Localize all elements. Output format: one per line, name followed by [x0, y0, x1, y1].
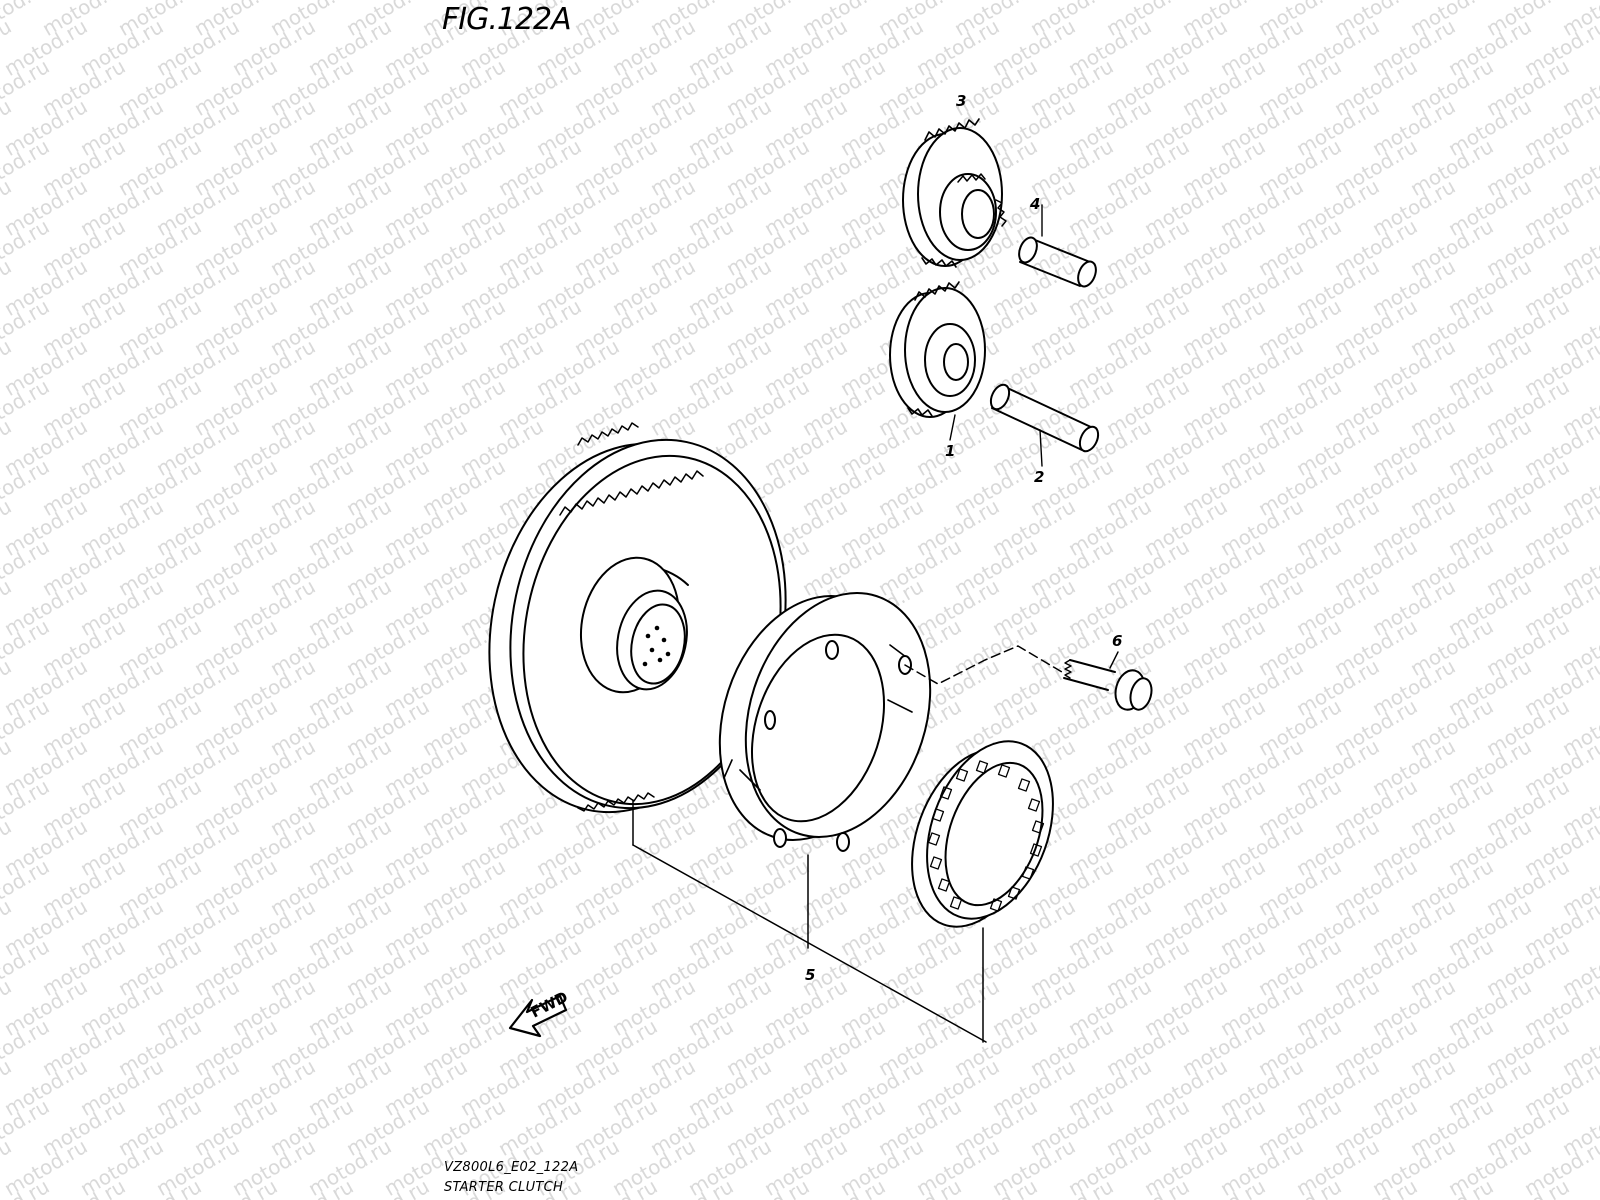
callout-6: 6 — [1112, 632, 1123, 650]
fwd-arrow: FWD — [508, 988, 571, 1038]
callout-3: 3 — [956, 92, 967, 110]
part-5-one-way-clutch — [911, 740, 1054, 928]
part-4-shaft — [1018, 204, 1097, 288]
part-3-idle-gear — [902, 118, 1007, 268]
figure-code: VZ800L6_E02_122A — [444, 1160, 579, 1175]
callout-5: 5 — [805, 966, 816, 984]
part-5-starter-clutch-ring — [718, 592, 932, 852]
part-2-shaft — [989, 383, 1100, 467]
part-5-starter-driven-gear — [488, 422, 787, 814]
callout-5-leaders — [632, 799, 987, 1043]
figure-caption: STARTER CLUTCH — [444, 1180, 564, 1195]
callout-2: 2 — [1034, 468, 1045, 486]
figure-title: FIG.122A — [442, 2, 572, 37]
part-1-idle-gear — [889, 281, 986, 441]
callout-4: 4 — [1030, 195, 1041, 213]
callout-1: 1 — [945, 442, 956, 460]
part-6-bolt — [1063, 651, 1153, 711]
